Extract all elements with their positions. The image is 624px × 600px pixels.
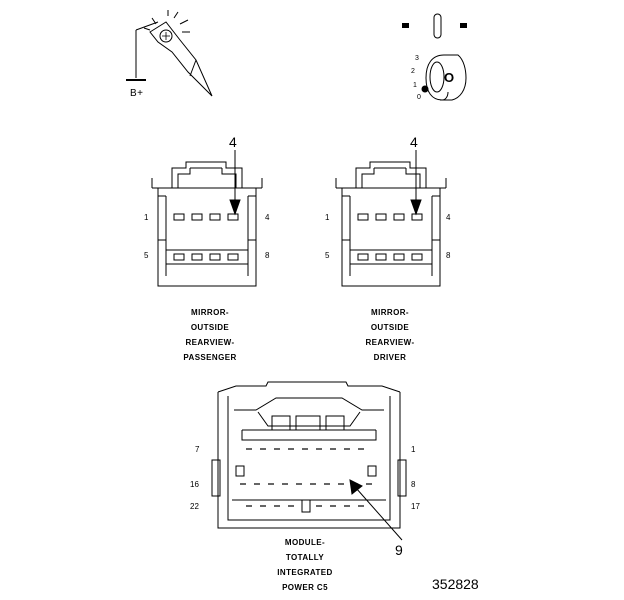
module-connector-label: MODULE- TOTALLY INTEGRATED POWER C5 (245, 535, 365, 595)
driver-connector-label: MIRROR- OUTSIDE REARVIEW- DRIVER (330, 305, 450, 365)
module-pin-16: 16 (190, 480, 199, 489)
driver-callout-arrow (410, 150, 422, 216)
driver-connector-shape (335, 161, 447, 287)
passenger-callout-number: 4 (229, 134, 237, 150)
driver-pin-5: 5 (325, 251, 330, 260)
key-position-3: 3 (415, 55, 419, 62)
driver-pin-8: 8 (446, 251, 451, 260)
key-letter: O (444, 70, 455, 85)
figure-number: 352828 (432, 576, 479, 592)
passenger-pin-4: 4 (265, 213, 270, 222)
key-position-1: 1 (413, 82, 417, 89)
driver-label-line-2: OUTSIDE (370, 323, 410, 332)
passenger-label-line-4: PASSENGER (183, 353, 237, 362)
driver-label-line-4: DRIVER (373, 353, 407, 362)
ignition-switch-icon (402, 13, 467, 101)
passenger-label-line-3: REARVIEW- (185, 338, 235, 347)
module-label-line-3: INTEGRATED (277, 568, 333, 577)
passenger-callout-arrow (229, 150, 241, 216)
key-position-0: 0 (417, 94, 421, 101)
module-label-line-1: MODULE- (284, 538, 326, 547)
module-label-line-2: TOTALLY (285, 553, 325, 562)
key-position-2: 2 (411, 68, 415, 75)
driver-pin-1: 1 (325, 213, 330, 222)
module-pin-22: 22 (190, 502, 199, 511)
module-pin-1: 1 (411, 445, 416, 454)
driver-label-line-3: REARVIEW- (365, 338, 415, 347)
module-pin-8: 8 (411, 480, 416, 489)
passenger-connector-shape (151, 161, 263, 287)
module-callout-number: 9 (395, 542, 403, 558)
driver-pin-4: 4 (446, 213, 451, 222)
passenger-label-line-1: MIRROR- (191, 308, 229, 317)
passenger-pin-8: 8 (265, 251, 270, 260)
passenger-label-line-2: OUTSIDE (190, 323, 230, 332)
driver-label-line-1: MIRROR- (371, 308, 409, 317)
module-connector-shape (211, 381, 407, 529)
passenger-pin-1: 1 (144, 213, 149, 222)
module-label-line-4: POWER C5 (282, 583, 328, 592)
passenger-pin-5: 5 (144, 251, 149, 260)
module-pin-17: 17 (411, 502, 420, 511)
passenger-connector-label: MIRROR- OUTSIDE REARVIEW- PASSENGER (150, 305, 270, 365)
battery-label: B+ (130, 88, 144, 99)
battery-test-light-icon (126, 10, 213, 97)
module-pin-7: 7 (195, 445, 200, 454)
driver-callout-number: 4 (410, 134, 418, 150)
module-callout-arrow (349, 479, 403, 541)
